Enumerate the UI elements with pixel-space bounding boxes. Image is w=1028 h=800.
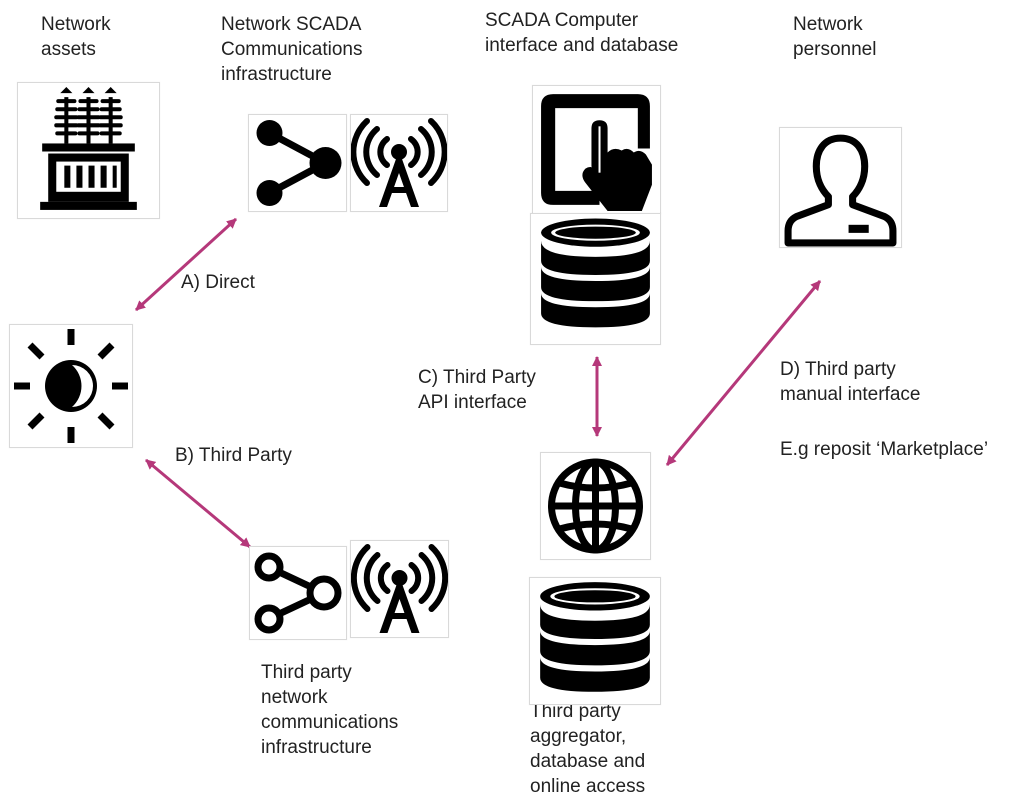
share-network-outline-icon [249,546,347,640]
scada-comms-label: Network SCADA Communications infrastruct… [221,12,363,87]
label-line: aggregator, [530,726,627,747]
database-icon [530,213,661,345]
touchscreen-icon [532,85,661,214]
arrow-d-manual [665,280,822,466]
network-assets-label: Network assets [41,12,111,62]
label-line: personnel [793,39,877,60]
label-line: manual interface [780,384,921,405]
person-icon [779,127,902,248]
transformer-icon [17,82,160,219]
label-line: online access [530,776,646,797]
label-line: database and [530,751,646,772]
label-line: Network [793,14,863,35]
arrow-b-third-party [145,458,251,549]
label-line: Communications [221,39,363,60]
database-icon [529,577,661,705]
label-line: assets [41,39,96,60]
label-line: Third party [530,701,621,722]
third-party-comms-label: Third party network communications infra… [261,660,398,760]
label-line: network [261,687,328,708]
label-line: C) Third Party [418,367,536,388]
connection-b-label: B) Third Party [175,445,292,466]
label-line: D) Third party [780,359,896,380]
third-party-aggregator-label: Third party aggregator, database and onl… [530,699,645,799]
connection-c-label: C) Third Party API interface [418,365,536,415]
label-line: SCADA Computer [485,10,639,31]
sun-moon-icon [9,324,133,448]
arrow-a-direct [134,217,238,312]
label-line: Third party [261,662,352,683]
network-personnel-label: Network personnel [793,12,876,62]
scada-computer-label: SCADA Computer interface and database [485,8,678,58]
label-line: infrastructure [261,737,372,758]
connection-a-label: A) Direct [181,272,255,293]
globe-icon [540,452,651,560]
label-line: infrastructure [221,64,332,85]
label-line: API interface [418,392,527,413]
share-network-icon [248,114,347,212]
radio-tower-icon [350,540,449,638]
label-line: Network SCADA [221,14,362,35]
connection-d-note: E.g reposit ‘Marketplace’ [780,439,989,460]
label-line: Network [41,14,111,35]
label-line: communications [261,712,399,733]
connection-d-label: D) Third party manual interface [780,357,920,407]
radio-tower-icon [350,114,448,212]
label-line: interface and database [485,35,679,56]
